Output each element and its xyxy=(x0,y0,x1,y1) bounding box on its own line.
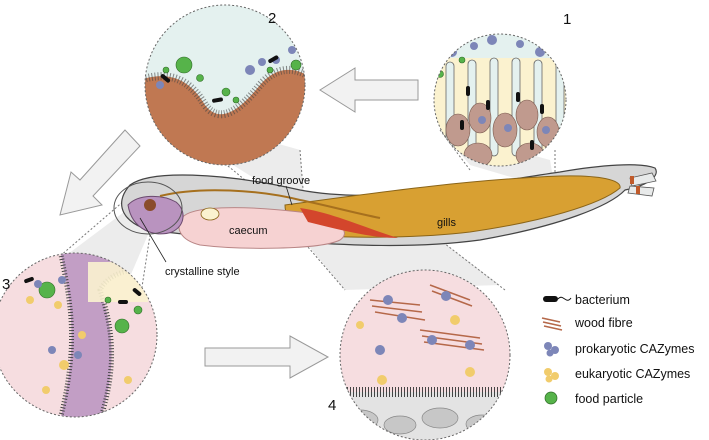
stomach-region xyxy=(127,195,184,235)
legend-label-food-particle: food particle xyxy=(575,392,643,406)
caecum-label: caecum xyxy=(229,225,268,237)
cream-organ xyxy=(200,207,220,221)
legend-item-food-particle: food particle xyxy=(544,391,643,406)
siphon-lower xyxy=(627,185,655,197)
legend-item-eukaryotic-cazymes: eukaryotic CAZymes xyxy=(544,367,690,383)
food-groove-label: food groove xyxy=(252,175,310,187)
food-particle-icon xyxy=(544,391,558,405)
digestive-gland-spot xyxy=(144,199,156,211)
arrow-2-to-3 xyxy=(59,129,141,216)
caecum-sac xyxy=(178,207,345,249)
legend-label-eukaryotic: eukaryotic CAZymes xyxy=(575,367,690,381)
panel-number-4: 4 xyxy=(328,397,336,414)
panel-3: 3 xyxy=(0,252,158,418)
legend-item-prokaryotic-cazymes: prokaryotic CAZymes xyxy=(544,342,694,357)
legend-label-wood-fibre: wood fibre xyxy=(574,316,633,330)
panel-2: 2 xyxy=(144,4,306,166)
eukaryotic-cazyme-icon xyxy=(544,368,559,383)
prokaryotic-cazyme-icon xyxy=(544,342,559,357)
body-labels: food groove gills caecum crystalline sty… xyxy=(139,175,456,278)
flow-arrows xyxy=(59,67,419,379)
bacterium-icon xyxy=(543,296,572,302)
wood-fibre-icon xyxy=(541,317,563,331)
panel-number-1: 1 xyxy=(563,11,571,28)
panel-number-3: 3 xyxy=(2,276,10,293)
panel-1: 1 xyxy=(433,11,571,167)
arrow-1-to-2 xyxy=(319,67,419,113)
legend-item-bacterium: bacterium xyxy=(543,293,630,307)
legend-label-prokaryotic: prokaryotic CAZymes xyxy=(575,342,694,356)
red-tissue xyxy=(300,208,398,238)
gills-label: gills xyxy=(437,217,456,229)
crystalline-style-label: crystalline style xyxy=(165,266,240,278)
legend-label-bacterium: bacterium xyxy=(575,293,630,307)
arrow-3-to-4 xyxy=(204,335,330,379)
food-groove-line xyxy=(159,189,381,219)
crystalline-style-ellipse xyxy=(113,181,183,235)
shipworm-body xyxy=(113,164,657,249)
legend-item-wood-fibre: wood fibre xyxy=(541,316,633,331)
panel-number-2: 2 xyxy=(268,10,276,27)
panel-4: 4 xyxy=(328,269,511,440)
legend: bacterium wood fibre prokaryotic CAZymes… xyxy=(541,293,694,406)
